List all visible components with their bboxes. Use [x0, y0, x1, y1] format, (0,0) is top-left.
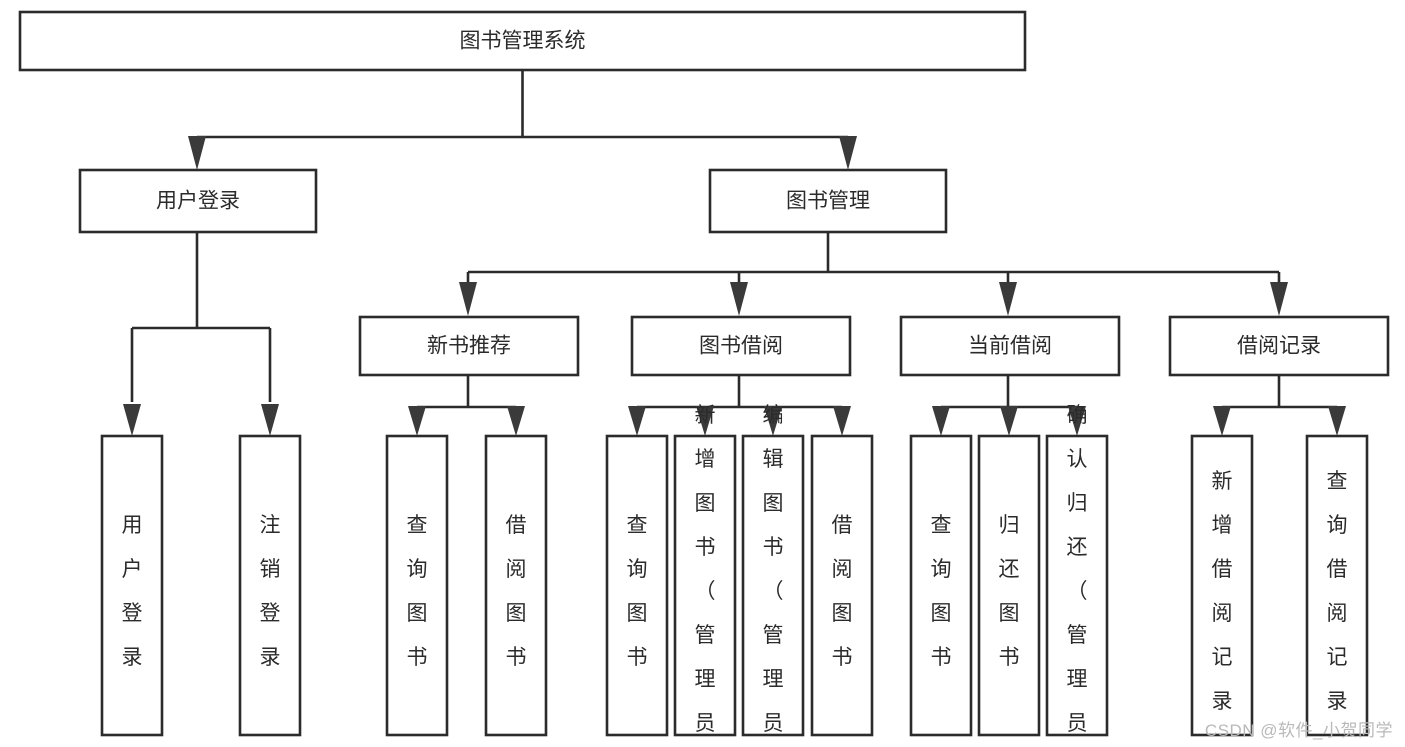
arrow-to-new-book-recommend	[459, 282, 477, 316]
node-label-borrow-record: 借阅记录	[1237, 335, 1321, 358]
node-label-leaf-return-book: 归还图书	[999, 514, 1020, 669]
node-borrow-record[interactable]: 借阅记录	[1168, 315, 1390, 377]
node-label-root: 图书管理系统	[460, 30, 586, 53]
node-box-leaf-logout[interactable]	[238, 434, 302, 737]
arrow-to-leaf-logout	[261, 404, 279, 436]
node-label-leaf-query-book-3: 查询图书	[931, 514, 952, 669]
node-box-leaf-return-book[interactable]	[977, 434, 1041, 737]
arrowhead-layer	[123, 136, 1346, 436]
arrow-to-leaf-edit-book	[764, 406, 782, 436]
node-box-book-borrow[interactable]	[630, 315, 852, 377]
node-box-leaf-user-login[interactable]	[100, 434, 164, 737]
node-box-leaf-query-book-3[interactable]	[909, 434, 973, 737]
node-label-leaf-query-record: 查询借阅记录	[1327, 470, 1348, 713]
csdn-watermark: CSDN @软件_小贺同学	[1204, 721, 1393, 740]
arrow-to-leaf-query-record	[1328, 406, 1346, 436]
node-leaf-edit-book[interactable]: 编辑图书（管理员）	[741, 404, 805, 747]
arrow-to-user-login	[188, 136, 206, 170]
node-label-user-login: 用户登录	[156, 190, 240, 213]
node-leaf-query-book-1[interactable]: 查询图书	[385, 434, 449, 737]
node-box-leaf-query-record[interactable]	[1305, 434, 1369, 737]
node-label-leaf-user-login: 用户登录	[122, 514, 143, 669]
node-leaf-confirm-return[interactable]: 确认归还（管理员）	[1045, 404, 1109, 747]
node-leaf-query-book-3[interactable]: 查询图书	[909, 434, 973, 737]
node-box-current-borrow[interactable]	[899, 315, 1121, 377]
node-book-borrow[interactable]: 图书借阅	[630, 315, 852, 377]
node-label-leaf-add-record: 新增借阅记录	[1212, 470, 1233, 713]
node-box-leaf-query-book-2[interactable]	[605, 434, 669, 737]
node-new-book-recommend[interactable]: 新书推荐	[358, 315, 580, 377]
node-leaf-add-record[interactable]: 新增借阅记录	[1190, 434, 1254, 737]
arrow-to-leaf-query-book-1	[408, 406, 426, 436]
node-box-new-book-recommend[interactable]	[358, 315, 580, 377]
node-leaf-add-book[interactable]: 新增图书（管理员）	[673, 404, 737, 747]
node-root[interactable]: 图书管理系统	[18, 10, 1027, 72]
node-label-leaf-query-book-2: 查询图书	[627, 514, 648, 669]
node-book-manage[interactable]: 图书管理	[708, 168, 948, 234]
arrow-to-leaf-confirm-return	[1068, 406, 1086, 436]
node-leaf-borrow-book-2[interactable]: 借阅图书	[810, 434, 874, 737]
node-label-leaf-confirm-return: 确认归还（管理员）	[1067, 404, 1088, 747]
node-box-leaf-borrow-book-2[interactable]	[810, 434, 874, 737]
node-label-leaf-logout: 注销登录	[260, 514, 281, 669]
arrow-to-leaf-return-book	[1000, 406, 1018, 436]
node-label-new-book-recommend: 新书推荐	[427, 335, 511, 358]
node-current-borrow[interactable]: 当前借阅	[899, 315, 1121, 377]
node-label-leaf-query-book-1: 查询图书	[407, 514, 428, 669]
node-label-leaf-borrow-book-1: 借阅图书	[506, 514, 527, 669]
arrow-to-leaf-borrow-book-2	[833, 406, 851, 436]
node-box-leaf-confirm-return[interactable]	[1045, 434, 1109, 737]
arrow-to-borrow-record	[1270, 282, 1288, 316]
node-box-leaf-add-book[interactable]	[673, 434, 737, 737]
arrow-to-leaf-add-book	[696, 406, 714, 436]
node-label-book-borrow: 图书借阅	[699, 335, 783, 358]
node-box-leaf-borrow-book-1[interactable]	[484, 434, 548, 737]
arrow-to-book-manage	[839, 136, 857, 170]
node-box-book-manage[interactable]	[708, 168, 948, 234]
arrow-to-current-borrow	[999, 282, 1017, 316]
node-label-leaf-add-book: 新增图书（管理员）	[695, 404, 716, 747]
arrow-to-leaf-add-record	[1213, 406, 1231, 436]
node-leaf-return-book[interactable]: 归还图书	[977, 434, 1041, 737]
node-label-current-borrow: 当前借阅	[968, 335, 1052, 358]
node-label-leaf-edit-book: 编辑图书（管理员）	[763, 404, 784, 747]
arrow-to-leaf-user-login	[123, 404, 141, 436]
node-leaf-user-login[interactable]: 用户登录	[100, 434, 164, 737]
node-box-leaf-query-book-1[interactable]	[385, 434, 449, 737]
node-label-leaf-borrow-book-2: 借阅图书	[832, 514, 853, 669]
node-leaf-query-record[interactable]: 查询借阅记录	[1305, 434, 1369, 737]
node-label-book-manage: 图书管理	[786, 190, 870, 213]
node-box-leaf-edit-book[interactable]	[741, 434, 805, 737]
node-box-root[interactable]	[18, 10, 1027, 72]
node-user-login[interactable]: 用户登录	[78, 168, 318, 234]
arrow-to-book-borrow	[730, 282, 748, 316]
arrow-to-leaf-query-book-2	[628, 406, 646, 436]
node-leaf-query-book-2[interactable]: 查询图书	[605, 434, 669, 737]
node-box-borrow-record[interactable]	[1168, 315, 1390, 377]
arrow-to-leaf-query-book-3	[932, 406, 950, 436]
node-leaf-logout[interactable]: 注销登录	[238, 434, 302, 737]
node-box-leaf-add-record[interactable]	[1190, 434, 1254, 737]
node-box-user-login[interactable]	[78, 168, 318, 234]
node-leaf-borrow-book-1[interactable]: 借阅图书	[484, 434, 548, 737]
arrow-to-leaf-borrow-book-1	[507, 406, 525, 436]
